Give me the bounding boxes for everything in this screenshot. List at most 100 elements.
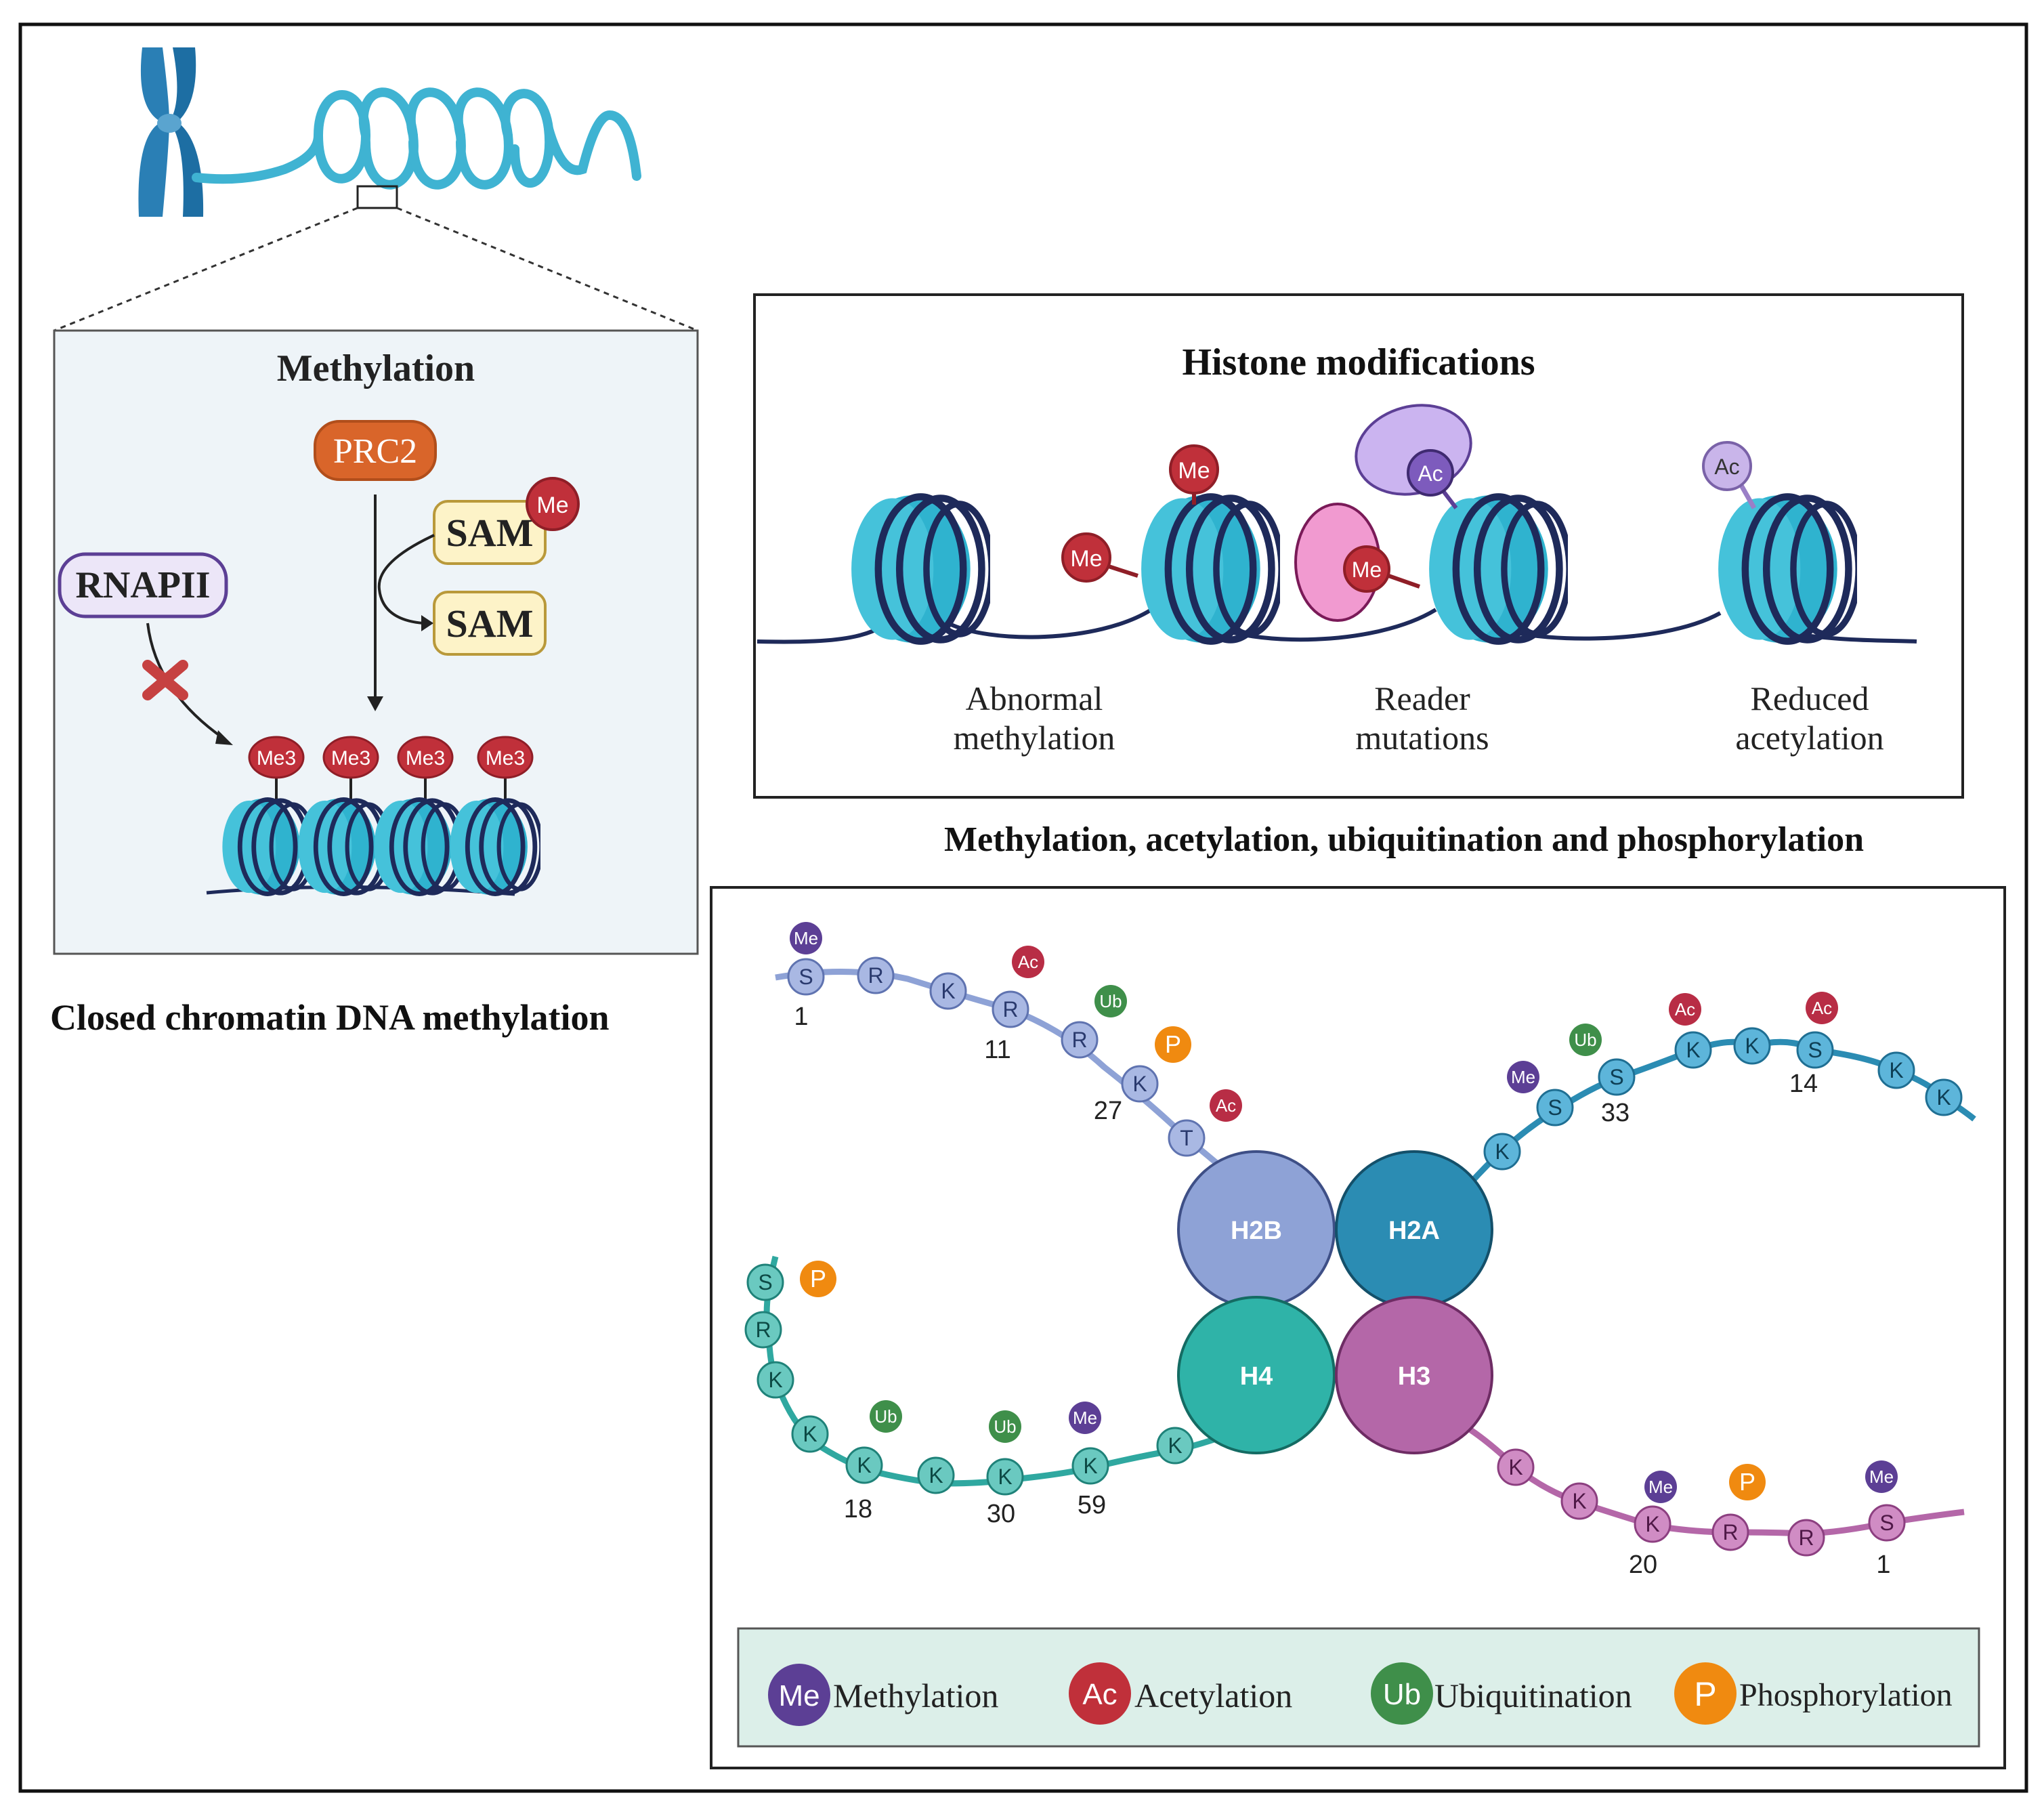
residue-letter: K xyxy=(1508,1455,1523,1479)
me3-label-3: Me3 xyxy=(406,747,445,770)
modification-badge-me: Me xyxy=(790,922,822,954)
modification-badge-me: Me xyxy=(1865,1460,1898,1493)
h4-tail-residue: K xyxy=(1071,1447,1109,1485)
me-reader-badge xyxy=(1343,545,1390,593)
sam-top-label: SAM xyxy=(446,511,534,555)
modification-badge-label: Ub xyxy=(994,1416,1016,1437)
residue-letter: K xyxy=(768,1368,782,1392)
legend-ac-icon xyxy=(1069,1662,1131,1725)
modification-badge-label: Ub xyxy=(874,1406,897,1427)
legend-ub-badge: Ub xyxy=(1383,1678,1421,1711)
core-h4: H4 xyxy=(1177,1296,1336,1454)
sam-me-badge xyxy=(526,477,580,531)
h2a-tail-residue: S xyxy=(1796,1031,1834,1069)
h2a-tail-residue: S xyxy=(1536,1089,1574,1127)
h3-tail-residue: S xyxy=(1868,1504,1906,1542)
core-h4-label: H4 xyxy=(1240,1362,1273,1391)
me-reader-label: Me xyxy=(1352,557,1382,582)
prc2-arrowhead xyxy=(367,696,383,711)
prc2-box xyxy=(314,420,437,481)
left-panel-caption: Closed chromatin DNA methylation xyxy=(50,997,610,1038)
residue-letter: R xyxy=(1071,1028,1087,1052)
modification-badge-label: Me xyxy=(794,928,818,948)
ac-reader-badge xyxy=(1407,449,1454,497)
modification-badge-ac: Ac xyxy=(1669,993,1701,1026)
modification-badge-ub: Ub xyxy=(870,1400,902,1433)
me-left-badge xyxy=(1061,532,1111,583)
legend-ac-label: Acetylation xyxy=(1134,1677,1292,1714)
h2a-tail-residue: K xyxy=(1674,1031,1712,1069)
me3-badge-2: Me3 xyxy=(322,736,379,779)
modification-badge-label: P xyxy=(1165,1030,1181,1058)
core-h3-label: H3 xyxy=(1398,1362,1431,1391)
histone-panel-title: Histone modifications xyxy=(1182,341,1535,383)
h4-tail-residue: K xyxy=(1156,1427,1194,1465)
legend: Me Methylation Ac Acetylation Ub Ubiquit… xyxy=(737,1627,1980,1748)
h2a-tail-residue: K xyxy=(1483,1133,1521,1171)
label-mutations: mutations xyxy=(1355,719,1489,757)
label-reduced: Reduced xyxy=(1751,679,1869,717)
residue-letter: S xyxy=(1808,1038,1822,1062)
core-h2a: H2A xyxy=(1335,1150,1493,1309)
residue-letter: R xyxy=(755,1318,771,1342)
h3-tail-residue: K xyxy=(1497,1448,1535,1486)
ac-right-badge xyxy=(1702,441,1752,491)
residue-letter: K xyxy=(803,1422,817,1446)
modification-badge-ub: Ub xyxy=(989,1410,1021,1443)
h4-tail-residue: K xyxy=(917,1456,955,1494)
modification-badge-label: Ac xyxy=(1812,998,1832,1018)
modification-badge-p: P xyxy=(1729,1464,1766,1500)
modification-badge-ub: Ub xyxy=(1569,1024,1602,1056)
modification-badge-me: Me xyxy=(1644,1471,1677,1503)
label-methylation: methylation xyxy=(954,719,1115,757)
label-reader: Reader xyxy=(1374,679,1470,717)
zoom-box xyxy=(356,185,398,209)
modification-badge-ac: Ac xyxy=(1210,1089,1242,1122)
legend-p-icon xyxy=(1674,1662,1737,1725)
residue-position-number: 30 xyxy=(987,1500,1015,1528)
core-h3: H3 xyxy=(1335,1296,1493,1454)
residue-position-number: 1 xyxy=(794,1003,808,1031)
residue-letter: T xyxy=(1180,1126,1193,1150)
residue-letter: R xyxy=(1002,997,1018,1022)
modification-badge-label: P xyxy=(1739,1468,1755,1496)
modification-badge-label: Ac xyxy=(1018,952,1038,972)
h2b-tail-residue: R xyxy=(857,956,895,994)
h2b-tail-residue: T xyxy=(1168,1119,1206,1157)
residue-position-number: 18 xyxy=(844,1495,872,1523)
legend-p-badge: P xyxy=(1694,1675,1716,1713)
modification-badge-label: Me xyxy=(1073,1408,1097,1428)
legend-ac-badge: Ac xyxy=(1082,1678,1117,1711)
me3-label-4: Me3 xyxy=(486,747,525,770)
h3-tail-residue: R xyxy=(1787,1519,1825,1557)
residue-letter: K xyxy=(1936,1085,1951,1110)
residue-position-number: 27 xyxy=(1094,1097,1122,1125)
h4-tail-residue: K xyxy=(757,1361,794,1399)
modification-badge-ub: Ub xyxy=(1094,985,1127,1017)
residue-letter: S xyxy=(758,1270,772,1295)
h3-tail-residue: K xyxy=(1634,1505,1672,1543)
sam-bottom-box xyxy=(433,591,547,656)
core-h2b-label: H2B xyxy=(1231,1217,1282,1245)
rnapii-arrowhead xyxy=(215,730,233,745)
residue-position-number: 1 xyxy=(1876,1551,1890,1579)
residue-letter: K xyxy=(929,1463,943,1488)
h3-tail-residue: K xyxy=(1560,1482,1598,1520)
residue-letter: R xyxy=(1722,1520,1738,1544)
residue-letter: K xyxy=(1083,1454,1097,1478)
me3-badge-4: Me3 xyxy=(477,736,534,779)
h2a-tail-residue: S xyxy=(1598,1058,1636,1096)
residue-letter: K xyxy=(1168,1433,1182,1458)
residue-position-number: 20 xyxy=(1629,1551,1657,1579)
modification-badge-label: Ub xyxy=(1574,1030,1596,1050)
core-h2b: H2B xyxy=(1177,1150,1336,1309)
me3-badge-1: Me3 xyxy=(248,736,305,779)
h2a-tail-residue: K xyxy=(1925,1078,1963,1116)
residue-letter: R xyxy=(868,963,883,988)
modification-badge-label: Ac xyxy=(1675,999,1695,1019)
legend-p-label: Phosphorylation xyxy=(1739,1677,1953,1713)
h2a-tail-residue: K xyxy=(1733,1027,1771,1065)
